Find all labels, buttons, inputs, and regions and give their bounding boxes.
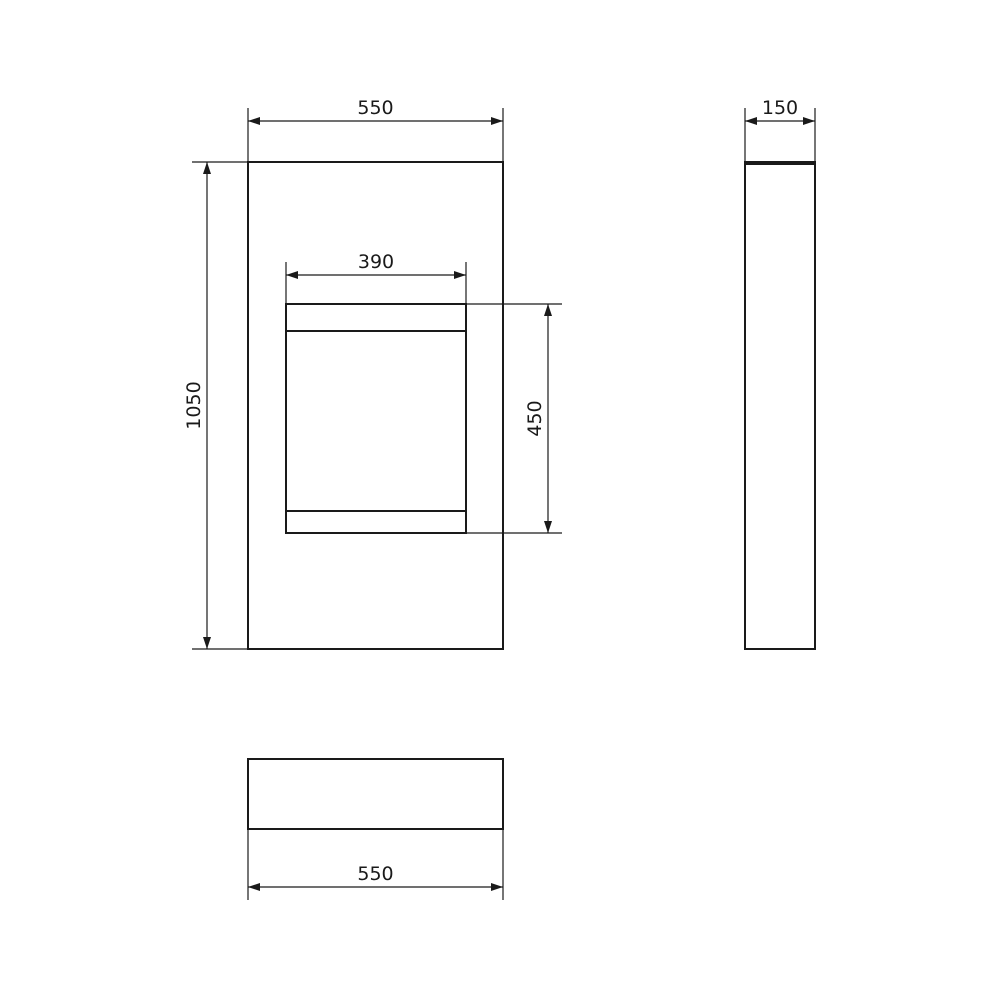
dim-side-depth: 150	[744, 97, 816, 162]
dim-opening-width: 390	[285, 251, 467, 304]
dim-label-opening-width: 390	[358, 251, 394, 273]
front-panel-outline	[247, 161, 504, 650]
dim-top-width: 550	[247, 829, 504, 900]
dim-label-side-depth: 150	[762, 97, 798, 119]
dim-label-front-height: 1050	[183, 381, 205, 429]
opening-inner-frame	[285, 330, 467, 512]
dim-front-width: 550	[247, 97, 504, 162]
front-view	[247, 161, 504, 650]
side-view	[744, 161, 816, 650]
dim-front-height: 1050	[183, 161, 248, 650]
top-view	[247, 758, 504, 830]
dim-label-top-width: 550	[357, 863, 393, 885]
dim-label-opening-height: 450	[524, 400, 546, 436]
dim-opening-height: 450	[466, 303, 562, 534]
side-panel-outline	[744, 161, 816, 650]
dim-label-front-width: 550	[357, 97, 393, 119]
opening-outer-frame	[285, 303, 467, 534]
top-panel-outline	[247, 758, 504, 830]
